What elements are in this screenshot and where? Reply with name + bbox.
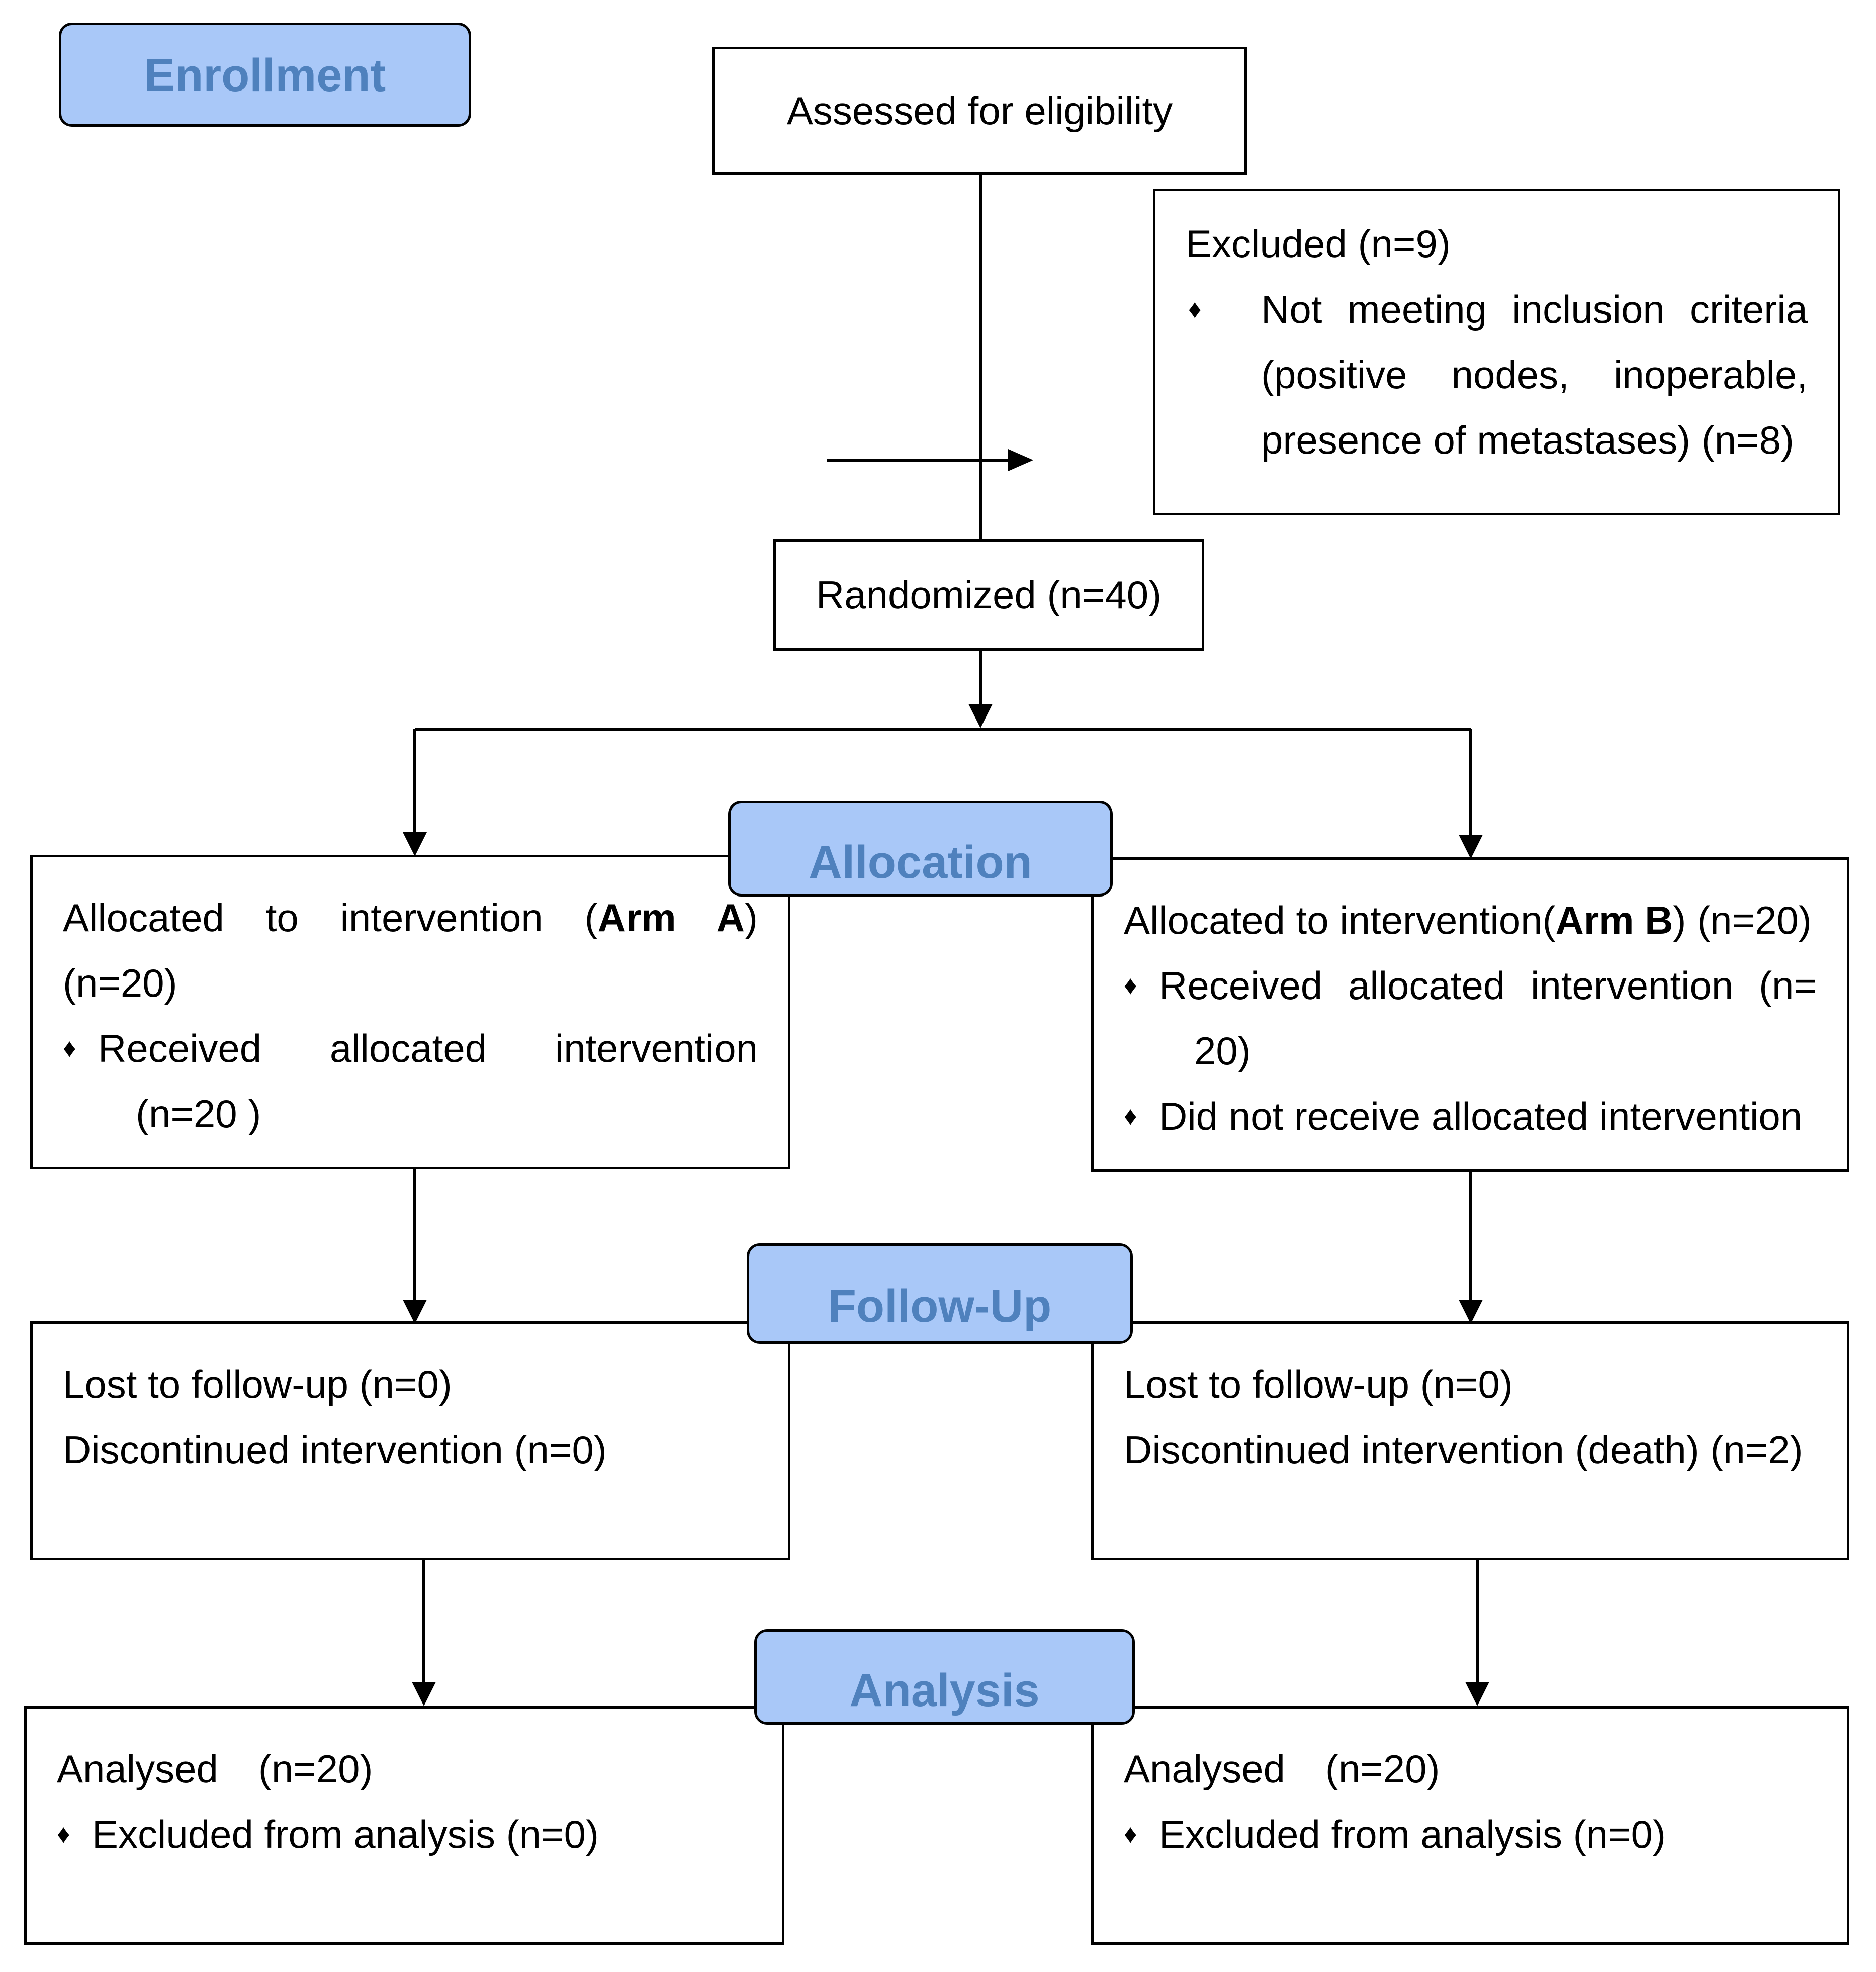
arm-b-allocation-box: Allocated to intervention(Arm B) (n=20) … (1091, 857, 1849, 1172)
arrowhead-arm-a-alloc (403, 832, 427, 856)
bullet-icon: ♦ (1124, 971, 1137, 1000)
randomized-label: Randomized (n=40) (816, 573, 1162, 617)
bullet-icon: ♦ (1124, 1820, 1137, 1849)
arm-a-w1: Allocated (63, 895, 224, 940)
arm-b-rec3: intervention (1531, 963, 1734, 1008)
excluded-line1: Not meeting inclusion criteria (1261, 287, 1808, 331)
arm-b-rec4: (n= (1759, 963, 1817, 1008)
bullet-icon: ♦ (57, 1820, 70, 1849)
bullet-icon: ♦ (1124, 1102, 1137, 1131)
arm-b-rec1: Received (1159, 963, 1323, 1008)
stage-analysis: Analysis (754, 1629, 1135, 1725)
arm-a-followup-box: Lost to follow-up (n=0) Discontinued int… (30, 1321, 790, 1560)
arm-a-rec3: intervention (555, 1026, 758, 1070)
excluded-line3: presence of metastases) (n=8) (1261, 418, 1795, 462)
arrowhead-arm-b-analysis (1465, 1682, 1489, 1706)
arm-a-w2: to (265, 895, 299, 940)
arm-a-discontinued: Discontinued intervention (n=0) (63, 1427, 607, 1472)
arm-b-discontinued: Discontinued intervention (death) (n=2) (1124, 1427, 1803, 1472)
arm-a-n: (n=20) (63, 961, 177, 1005)
arm-b-lost: Lost to follow-up (n=0) (1124, 1362, 1513, 1406)
arm-b-title: Allocated to intervention(Arm B) (n=20) (1124, 898, 1812, 942)
stage-allocation-label: Allocation (809, 837, 1032, 888)
assessed-box: Assessed for eligibility (712, 47, 1247, 175)
bullet-icon: ♦ (1188, 295, 1202, 324)
bullet-icon: ♦ (63, 1034, 76, 1063)
stage-follow-up: Follow-Up (747, 1243, 1133, 1344)
arrowhead-excluded (1008, 449, 1033, 471)
arm-b-not-received: Did not receive allocated intervention (1159, 1094, 1803, 1138)
excluded-title: Excluded (n=9) (1186, 222, 1451, 266)
arm-b-excluded-analysis: Excluded from analysis (n=0) (1159, 1812, 1666, 1856)
arm-a-excluded-analysis: Excluded from analysis (n=0) (92, 1812, 599, 1856)
arm-b-rec2: allocated (1348, 963, 1505, 1008)
arm-a-analysis-box: Analysed(n=20) ♦ Excluded from analysis … (24, 1706, 784, 1945)
stage-analysis-label: Analysis (849, 1665, 1040, 1716)
excluded-line2-a: (positive (1261, 352, 1407, 397)
arm-a-rec1: Received (98, 1026, 262, 1070)
arrowhead-arm-b-alloc (1459, 835, 1483, 859)
arrowhead-randomized (968, 704, 993, 728)
stage-enrollment: Enrollment (59, 23, 471, 127)
excluded-line2-c: inoperable, (1614, 352, 1808, 397)
arm-b-rec-n: 20) (1194, 1029, 1251, 1073)
stage-enrollment-label: Enrollment (144, 50, 386, 101)
excluded-box: Excluded (n=9) ♦ Not meeting inclusion c… (1153, 189, 1840, 515)
arm-a-rec2: allocated (329, 1026, 487, 1070)
arm-a-lost: Lost to follow-up (n=0) (63, 1362, 452, 1406)
arm-a-analysed: Analysed(n=20) (57, 1747, 373, 1791)
arrowhead-arm-a-analysis (412, 1682, 436, 1706)
arrowhead-arm-a-follow (403, 1300, 427, 1324)
randomized-box: Randomized (n=40) (773, 539, 1204, 651)
assessed-label: Assessed for eligibility (786, 88, 1173, 133)
arm-b-analysis-box: Analysed(n=20) ♦ Excluded from analysis … (1091, 1706, 1849, 1945)
arm-b-analysed: Analysed(n=20) (1124, 1747, 1440, 1791)
arm-a-w3: intervention (340, 895, 543, 940)
stage-allocation: Allocation (728, 801, 1113, 897)
arm-b-followup-box: Lost to follow-up (n=0) Discontinued int… (1091, 1321, 1849, 1560)
excluded-line2-b: nodes, (1451, 352, 1569, 397)
arrowhead-arm-b-follow (1459, 1300, 1483, 1324)
stage-follow-up-label: Follow-Up (828, 1281, 1052, 1332)
arm-a-rec-n: (n=20 ) (136, 1092, 261, 1136)
